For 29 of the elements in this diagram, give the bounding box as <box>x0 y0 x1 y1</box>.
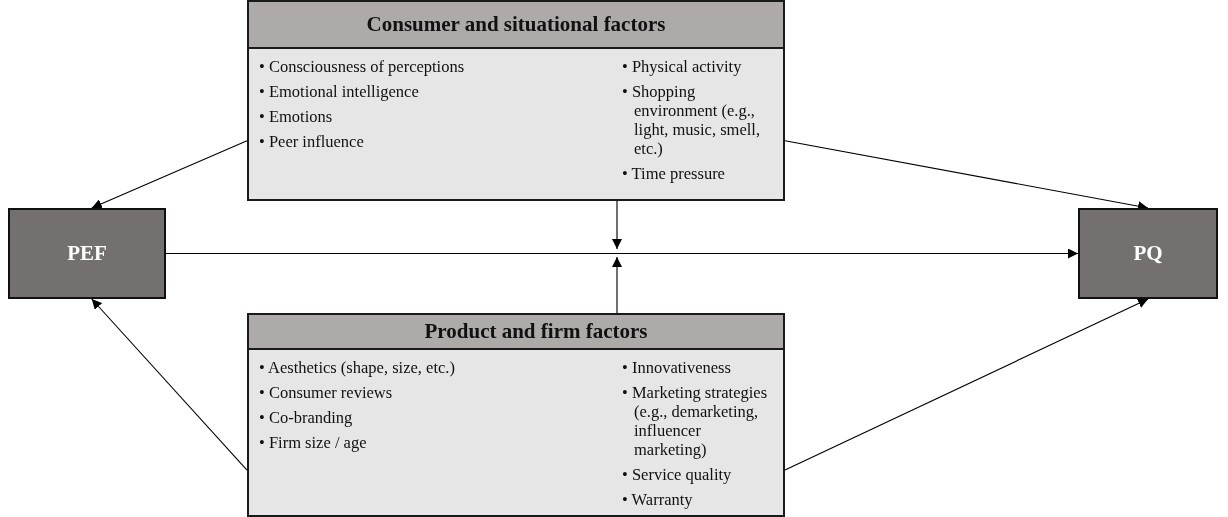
factor-box <box>247 313 785 517</box>
bullet-item: • Warranty <box>622 490 694 509</box>
bullet-item: • Time pressure <box>622 164 725 183</box>
bullet-item: • Consciousness of perceptions <box>259 57 465 76</box>
variable-box <box>1078 208 1218 299</box>
arrow <box>612 200 622 250</box>
bullet-item: • Physical activity <box>622 57 742 76</box>
arrow <box>612 256 622 314</box>
bullet-item: • Innovativeness <box>622 358 732 377</box>
bullet-item: • Marketing strategies (e.g., demarketing, influencer marketing) <box>622 383 769 459</box>
bullet-item: • Emotions <box>259 107 334 126</box>
factor-box <box>247 0 785 201</box>
arrow <box>165 248 1079 259</box>
variable-box <box>8 208 166 299</box>
bullet-item: • Service quality <box>622 465 732 484</box>
bullet-item: • Co-branding <box>259 408 353 427</box>
bullet-item: • Aesthetics (shape, size, etc.) <box>259 358 455 377</box>
box-heading: Consumer and situational factors <box>249 2 783 49</box>
bullet-item: • Consumer reviews <box>259 383 393 402</box>
bullet-item: • Firm size / age <box>259 433 367 452</box>
bullet-item: • Emotional intelligence <box>259 82 419 101</box>
bullet-item: • Shopping environment (e.g., light, music, smell, etc.) <box>622 82 762 158</box>
box-label: PEF <box>67 241 107 266</box>
arrow <box>784 298 1149 471</box>
arrow <box>91 298 248 471</box>
arrow <box>91 140 248 209</box>
box-heading: Product and firm factors <box>249 315 783 350</box>
bullet-item: • Peer influence <box>259 132 364 151</box>
box-label: PQ <box>1133 241 1163 266</box>
